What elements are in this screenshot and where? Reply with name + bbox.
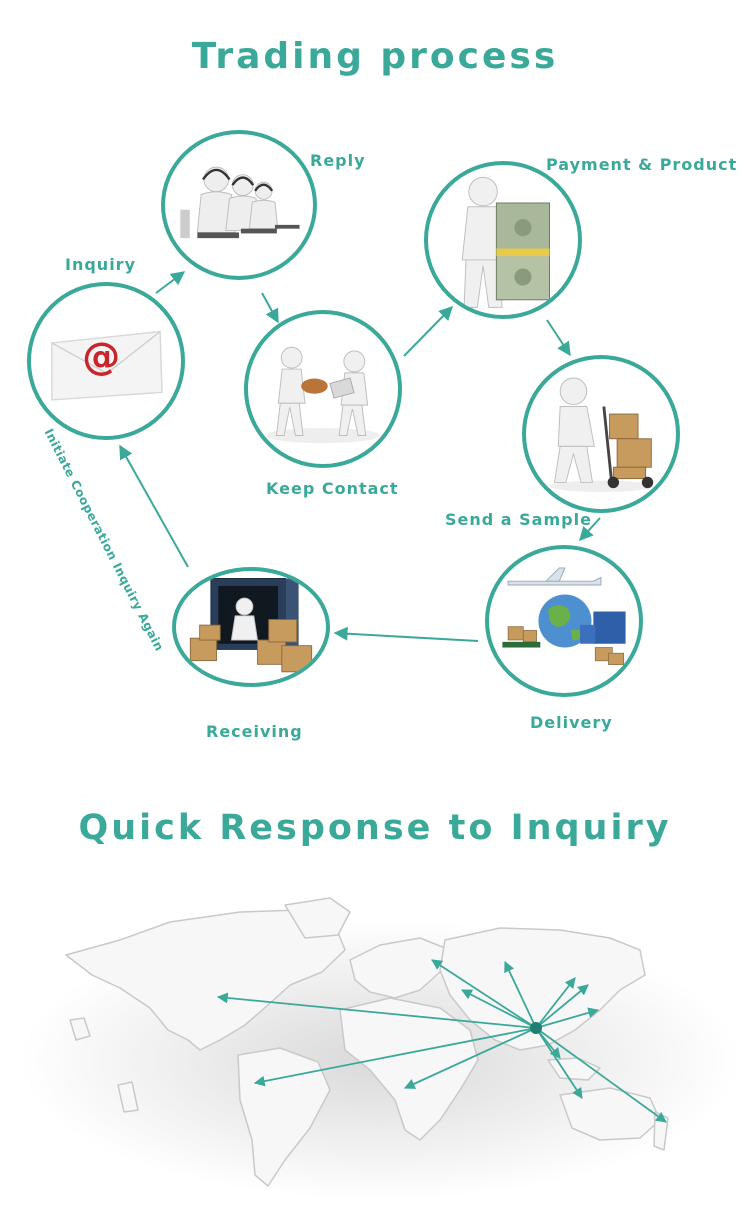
forklift-icon [502,641,541,648]
node-reply [161,130,317,280]
label-inquiry: Inquiry [65,255,136,274]
continent-africa [339,997,479,1141]
node-payment [424,161,582,319]
money-icon [461,176,550,308]
process-arrows [119,271,601,642]
logistics-icon [502,567,626,665]
label-payment: Payment & Product [546,155,738,174]
continent-southeast-asia [547,1057,601,1081]
node-inquiry: @ [27,282,185,440]
continent-asia [439,927,646,1051]
handover-icon [266,346,380,444]
arrow-receiving-to-inquiry [119,444,189,568]
continent-europe [349,937,446,999]
continent-north-america [65,909,346,1051]
label-delivery: Delivery [530,713,613,732]
label-keep-contact: Keep Contact [266,479,399,498]
section-title: Quick Response to Inquiry [78,808,672,848]
dollar-stack-icon [495,202,550,301]
node-delivery [485,545,643,697]
arrow-delivery-to-receiving [333,626,479,642]
arrow-payment-to-sample [546,319,571,357]
label-receiving: Receiving [206,722,303,741]
truck-icon [580,611,626,644]
response-arrows [216,959,667,1123]
arrow-sample-to-delivery [579,517,601,542]
label-reply: Reply [310,151,366,170]
hand-truck-icon [549,377,655,492]
node-send-sample [522,355,680,513]
origin-marker [530,1022,542,1034]
page-title: Trading process [191,36,559,77]
label-send-sample: Send a Sample [445,510,592,529]
node-keep-contact [244,310,402,468]
continent-australia [559,1087,661,1141]
node-receiving [172,567,330,687]
airplane-icon [507,567,602,586]
call-center-icon [180,166,300,239]
arrow-contact-to-payment [403,305,453,357]
envelope-icon: @ [51,330,163,401]
arrow-inquiry-to-reply [155,271,186,294]
arrow-reply-to-contact [261,292,279,324]
continent-greenland [284,897,351,939]
container-icon [189,578,313,673]
at-symbol-icon: @ [82,335,120,379]
